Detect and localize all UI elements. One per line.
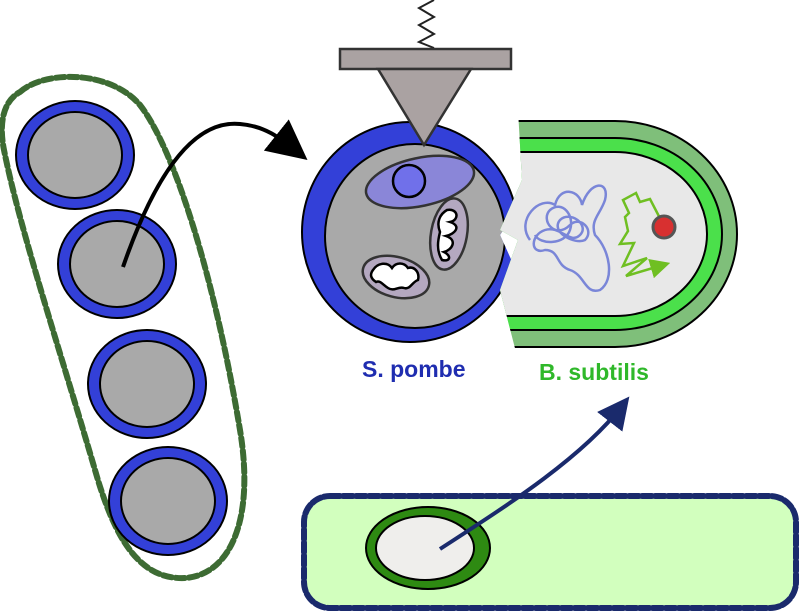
probe-tip [375, 67, 474, 148]
nucleus [364, 154, 476, 210]
bacterial-culture [301, 493, 799, 611]
s-pombe-cell [301, 121, 519, 343]
yeast-cell-4 [108, 446, 228, 556]
mitochondrion-1 [428, 197, 470, 271]
yeast-chain [0, 73, 248, 582]
cantilever [338, 47, 513, 71]
yeast-cell-1 [15, 100, 135, 210]
ribosome-trace [617, 191, 671, 279]
nucleoid [524, 184, 611, 293]
nucleolus [391, 163, 427, 199]
zoom-arrow-bacterium [438, 396, 630, 551]
b-subtilis-label: B. subtilis [539, 359, 649, 385]
yeast-cell-2 [57, 209, 177, 319]
ribosome [651, 214, 677, 240]
s-pombe-label: S. pombe [362, 356, 466, 382]
zoom-arrow-yeast [121, 119, 308, 268]
spring [416, 0, 437, 49]
afm-probe [338, 0, 513, 148]
b-subtilis-cell [500, 120, 738, 348]
dashed-enclosure [0, 73, 248, 582]
mitochondrion-2 [361, 254, 431, 300]
spore [365, 506, 491, 590]
yeast-cell-3 [87, 329, 207, 439]
